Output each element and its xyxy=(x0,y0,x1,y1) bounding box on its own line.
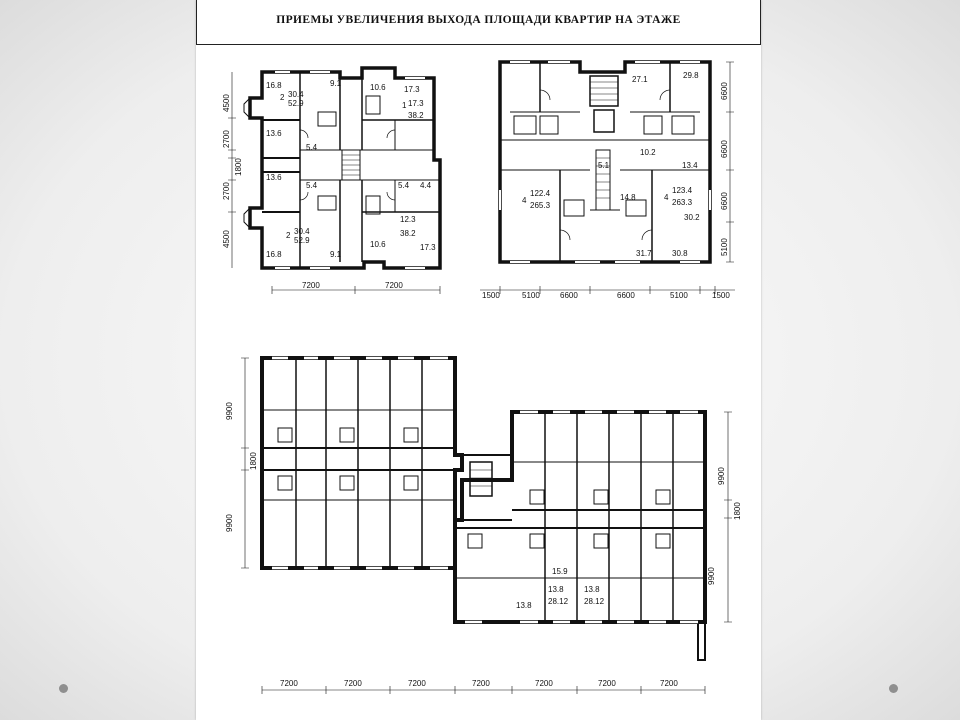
apartment-rooms: 4 xyxy=(522,196,527,205)
room-area: 29.8 xyxy=(683,71,699,80)
dimension: 6600 xyxy=(720,140,729,158)
room-area: 10.6 xyxy=(370,83,386,92)
room-area: 5.4 xyxy=(306,143,318,152)
dimension: 9900 xyxy=(225,514,234,532)
apartment-living-area: 30.4 xyxy=(294,227,310,236)
room-area: 17.3 xyxy=(420,243,436,252)
apartment-total-area: 52.9 xyxy=(288,99,304,108)
apartment-living-area: 17.3 xyxy=(408,99,424,108)
apartment-total-area: 38.2 xyxy=(408,111,424,120)
dimension: 5100 xyxy=(522,291,540,300)
apartment-rooms: 2 xyxy=(286,231,291,240)
apartment-rooms: 1 xyxy=(402,101,407,110)
room-area: 13.6 xyxy=(266,129,282,138)
plan-b xyxy=(480,60,735,294)
dimension: 6600 xyxy=(617,291,635,300)
plan-b-labels: 27.1 29.8 10.2 5.1 13.4 14.8 30.2 31.7 3… xyxy=(522,71,700,258)
next-slide-dot[interactable] xyxy=(889,684,898,693)
plan-a-dims: 4500 2700 1800 2700 4500 7200 7200 xyxy=(222,94,403,290)
room-area: 4.4 xyxy=(420,181,432,190)
dimension: 2700 xyxy=(222,182,231,200)
dimension: 5100 xyxy=(670,291,688,300)
plan-c-dims: 9900 1800 9900 9900 1800 9900 7200 7200 … xyxy=(225,402,742,688)
apartment-rooms: 4 xyxy=(664,193,669,202)
plan-c xyxy=(241,356,732,694)
room-area: 15.9 xyxy=(552,567,568,576)
room-area: 16.8 xyxy=(266,250,282,259)
room-area: 5.4 xyxy=(398,181,410,190)
sheet-title: ПРИЕМЫ УВЕЛИЧЕНИЯ ВЫХОДА ПЛОЩАДИ КВАРТИР… xyxy=(276,14,681,26)
dimension: 2700 xyxy=(222,130,231,148)
dimension: 7200 xyxy=(280,679,298,688)
dimension: 7200 xyxy=(535,679,553,688)
dimension: 7200 xyxy=(385,281,403,290)
dimension: 7200 xyxy=(472,679,490,688)
room-area: 30.8 xyxy=(672,249,688,258)
dimension: 1800 xyxy=(249,452,258,470)
apartment-living-area: 122.4 xyxy=(530,189,551,198)
title-frame xyxy=(196,0,761,45)
dimension: 6600 xyxy=(560,291,578,300)
room-area: 5.4 xyxy=(306,181,318,190)
room-area: 9.1 xyxy=(330,79,342,88)
dimension: 1500 xyxy=(712,291,730,300)
room-area: 12.3 xyxy=(400,215,416,224)
apartment-total-area: 263.3 xyxy=(672,198,693,207)
dimension: 5100 xyxy=(720,238,729,256)
dimension: 1800 xyxy=(234,158,243,176)
apartment-rooms: 2 xyxy=(280,93,285,102)
room-area: 10.2 xyxy=(640,148,656,157)
apartment-living-area: 13.8 xyxy=(548,585,564,594)
room-area: 14.8 xyxy=(620,193,636,202)
plan-a xyxy=(228,66,442,294)
apartment-living-area: 30.4 xyxy=(288,90,304,99)
dimension: 7200 xyxy=(660,679,678,688)
apartment-total-area: 28.12 xyxy=(548,597,569,606)
room-area: 13.4 xyxy=(682,161,698,170)
apartment-total-area: 265.3 xyxy=(530,201,551,210)
room-area: 13.8 xyxy=(516,601,532,610)
dimension: 4500 xyxy=(222,230,231,248)
room-area: 31.7 xyxy=(636,249,652,258)
room-area: 5.1 xyxy=(598,161,610,170)
room-area: 38.2 xyxy=(400,229,416,238)
room-area: 10.6 xyxy=(370,240,386,249)
room-area: 30.2 xyxy=(684,213,700,222)
room-area: 17.3 xyxy=(404,85,420,94)
dimension: 7200 xyxy=(408,679,426,688)
dimension: 7200 xyxy=(302,281,320,290)
dimension: 1500 xyxy=(482,291,500,300)
plan-c-labels: 13.8 13.8 28.12 13.8 28.12 15.9 xyxy=(516,567,605,610)
apartment-living-area: 13.8 xyxy=(584,585,600,594)
dimension: 6600 xyxy=(720,192,729,210)
room-area: 27.1 xyxy=(632,75,648,84)
dimension: 7200 xyxy=(344,679,362,688)
plan-a-labels: 16.8 9.1 10.6 17.3 13.6 5.4 13.6 5.4 5.4… xyxy=(266,79,436,259)
apartment-living-area: 123.4 xyxy=(672,186,693,195)
room-area: 13.6 xyxy=(266,173,282,182)
dimension: 9900 xyxy=(225,402,234,420)
prev-slide-dot[interactable] xyxy=(59,684,68,693)
dimension: 9900 xyxy=(717,467,726,485)
room-area: 16.8 xyxy=(266,81,282,90)
dimension: 4500 xyxy=(222,94,231,112)
apartment-total-area: 52.9 xyxy=(294,236,310,245)
dimension: 9900 xyxy=(707,567,716,585)
dimension: 1800 xyxy=(733,502,742,520)
plan-b-dims: 6600 6600 6600 5100 1500 5100 6600 6600 … xyxy=(482,82,730,300)
dimension: 6600 xyxy=(720,82,729,100)
dimension: 7200 xyxy=(598,679,616,688)
room-area: 9.1 xyxy=(330,250,342,259)
apartment-total-area: 28.12 xyxy=(584,597,605,606)
